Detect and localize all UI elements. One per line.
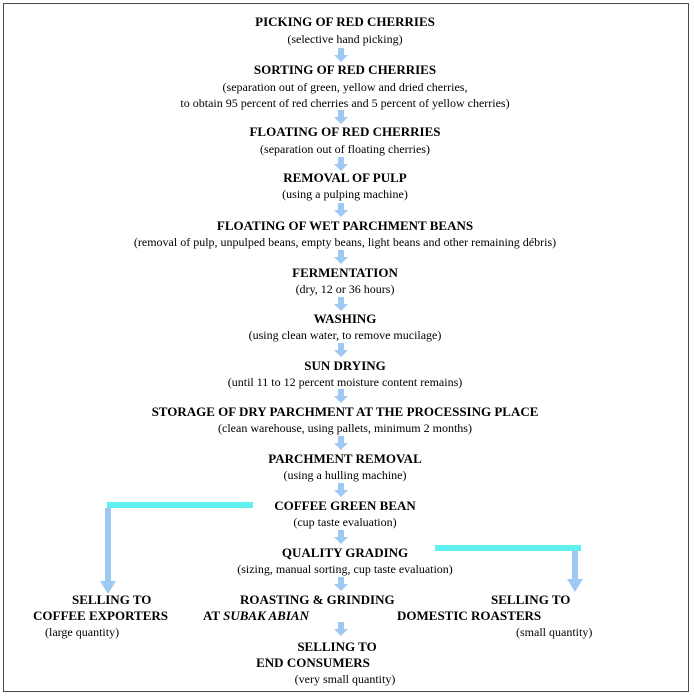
domestic-line1: SELLING TO: [491, 592, 571, 607]
step-sun-drying-title: SUN DRYING: [304, 358, 386, 373]
step-parchment-removal-title: PARCHMENT REMOVAL: [268, 451, 422, 466]
roasting-line1: ROASTING & GRINDING: [240, 592, 395, 607]
step-fermentation-detail: (dry, 12 or 36 hours): [295, 282, 395, 296]
step-picking-detail: (selective hand picking): [287, 32, 403, 46]
flow-arrow-7: [334, 343, 348, 357]
consumers-line1: SELLING TO: [297, 639, 377, 654]
step-storage-detail: (clean warehouse, using pallets, minimum…: [218, 421, 472, 435]
branch-connector-domestic: [435, 545, 581, 551]
flow-arrow-11: [334, 530, 348, 544]
flow-arrow-4: [334, 203, 348, 217]
exporters-line1: SELLING TO: [72, 592, 152, 607]
flow-arrow-1: [334, 48, 348, 62]
exporters-line2: COFFEE EXPORTERS: [33, 608, 168, 623]
step-sorting-detail-2: to obtain 95 percent of red cherries and…: [180, 96, 510, 110]
flow-arrow-8: [334, 389, 348, 403]
flow-arrow-3: [334, 157, 348, 171]
step-quality-grading-detail: (sizing, manual sorting, cup taste evalu…: [237, 562, 453, 576]
step-pulp-removal-title: REMOVAL OF PULP: [283, 170, 407, 185]
consumers-line2: END CONSUMERS: [256, 655, 370, 670]
flow-arrow-12: [334, 577, 348, 591]
exporters-detail: (large quantity): [45, 625, 120, 639]
roasting-line2-prefix: AT: [203, 608, 224, 623]
flow-arrow-2: [334, 110, 348, 124]
step-green-bean-detail: (cup taste evaluation): [293, 515, 397, 529]
domestic-line2: DOMESTIC ROASTERS: [397, 608, 542, 623]
flow-arrow-5: [334, 250, 348, 264]
step-pulp-removal-detail: (using a pulping machine): [282, 187, 408, 201]
step-sorting-detail: (separation out of green, yellow and dri…: [222, 80, 468, 94]
flow-arrow-13: [334, 622, 348, 636]
step-washing-title: WASHING: [313, 311, 377, 326]
step-storage-title: STORAGE OF DRY PARCHMENT AT THE PROCESSI…: [151, 404, 539, 419]
domestic-detail: (small quantity): [516, 625, 593, 639]
flow-arrow-9: [334, 436, 348, 450]
diagram-frame: [3, 3, 689, 692]
step-picking-title: PICKING OF RED CHERRIES: [255, 14, 435, 29]
step-floating-parchment-detail: (removal of pulp, unpulped beans, empty …: [133, 235, 557, 249]
step-sorting-title: SORTING OF RED CHERRIES: [253, 62, 437, 77]
step-floating-parchment-title: FLOATING OF WET PARCHMENT BEANS: [216, 218, 474, 233]
consumers-detail: (very small quantity): [294, 672, 396, 686]
branch-connector-exporters: [107, 502, 253, 508]
branch-arrow-exporters-head: [100, 581, 116, 594]
branch-arrow-domestic-head: [567, 579, 583, 592]
flow-arrow-10: [334, 483, 348, 497]
roasting-line2-italic: SUBAK ABIAN: [223, 608, 309, 623]
step-fermentation-title: FERMENTATION: [292, 265, 398, 280]
step-quality-grading-title: QUALITY GRADING: [281, 545, 409, 560]
branch-arrow-exporters-shaft: [105, 508, 111, 582]
step-sun-drying-detail: (until 11 to 12 percent moisture content…: [227, 375, 463, 389]
branch-arrow-domestic-shaft: [572, 551, 578, 580]
step-floating-cherries-detail: (separation out of floating cherries): [260, 142, 430, 156]
step-floating-cherries-title: FLOATING OF RED CHERRIES: [249, 124, 441, 139]
flow-arrow-6: [334, 297, 348, 311]
step-washing-detail: (using clean water, to remove mucilage): [248, 328, 442, 342]
step-green-bean-title: COFFEE GREEN BEAN: [274, 498, 416, 513]
roasting-line2: AT SUBAK ABIAN: [203, 608, 309, 624]
step-parchment-removal-detail: (using a hulling machine): [283, 468, 407, 482]
